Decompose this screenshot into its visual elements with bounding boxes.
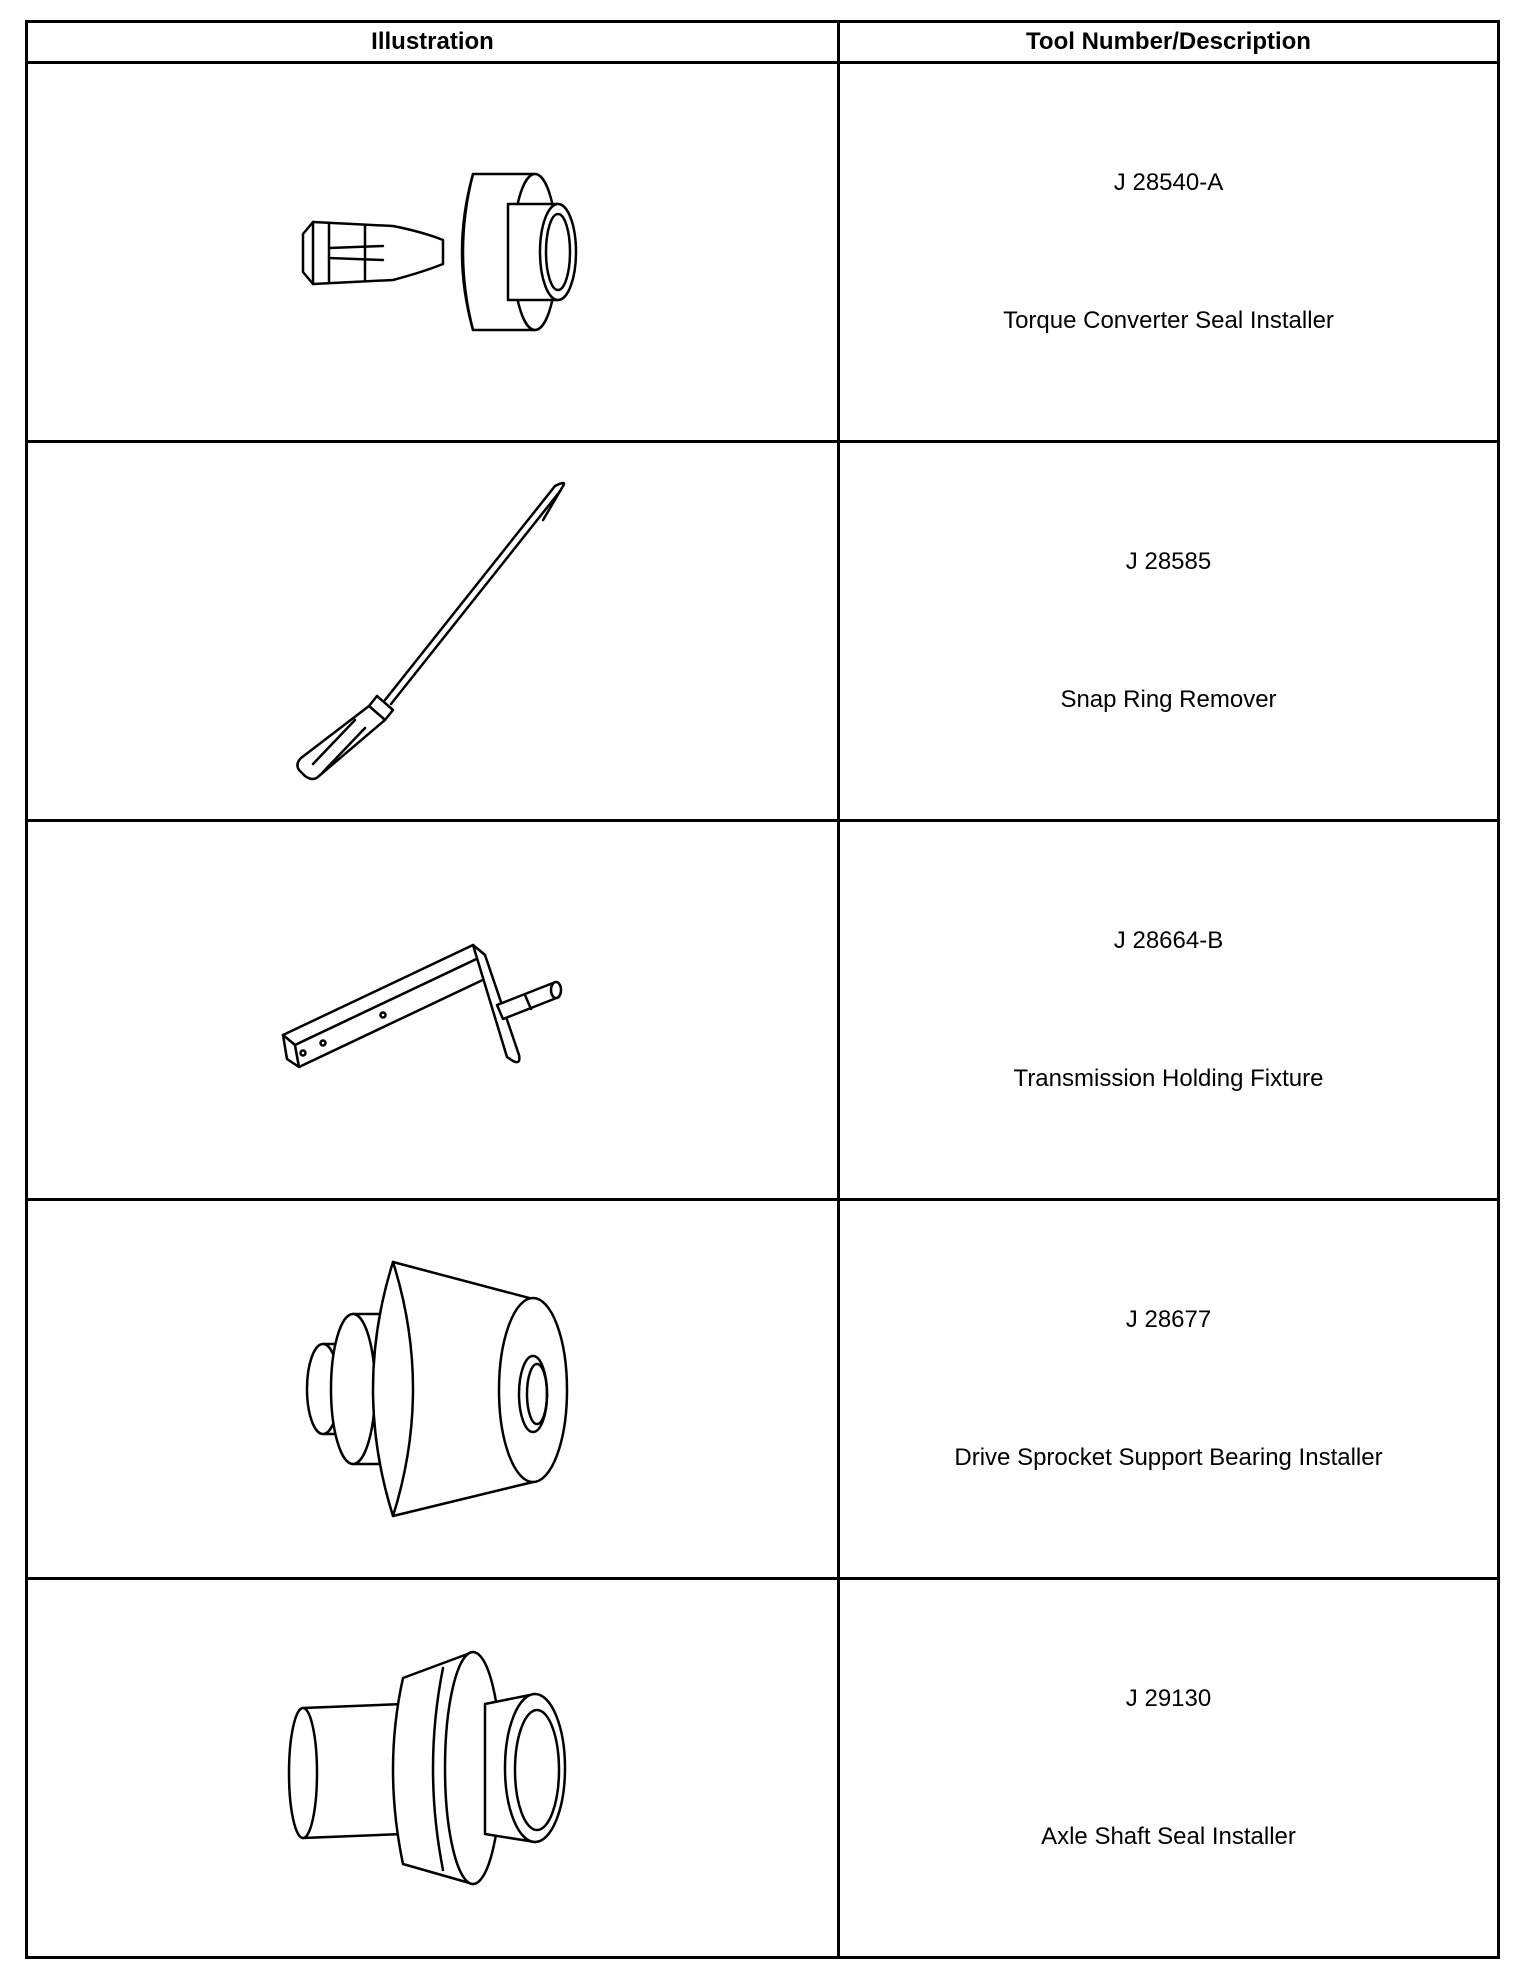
- description-cell: J 29130 Axle Shaft Seal Installer: [837, 1577, 1500, 1959]
- axle-seal-installer-icon: [287, 1650, 566, 1886]
- tool-description: Torque Converter Seal Installer: [1003, 307, 1334, 334]
- tool-number: J 28677: [1125, 1306, 1212, 1333]
- tool-description: Transmission Holding Fixture: [1013, 1065, 1324, 1092]
- table-row: J 28540-A Torque Converter Seal Installe…: [25, 61, 1500, 443]
- header-tool-number-description: Tool Number/Description: [837, 20, 1500, 64]
- description-cell: J 28540-A Torque Converter Seal Installe…: [837, 61, 1500, 443]
- tool-number: J 29130: [1125, 1685, 1212, 1712]
- table-row: J 28664-B Transmission Holding Fixture: [25, 819, 1500, 1201]
- description-cell: J 28664-B Transmission Holding Fixture: [837, 819, 1500, 1201]
- tool-description: Drive Sprocket Support Bearing Installer: [954, 1444, 1383, 1471]
- tools-table: Illustration Tool Number/Description: [25, 20, 1500, 1959]
- illustration-cell: [25, 61, 840, 443]
- holding-fixture-icon: [281, 943, 562, 1069]
- tool-description: Snap Ring Remover: [1060, 686, 1277, 713]
- table-row: J 28585 Snap Ring Remover: [25, 440, 1500, 822]
- illustration-cell: [25, 1198, 840, 1580]
- description-cell: J 28677 Drive Sprocket Support Bearing I…: [837, 1198, 1500, 1580]
- header-illustration: Illustration: [25, 20, 840, 64]
- illustration-cell: [25, 440, 840, 822]
- snap-ring-remover-icon: [295, 481, 565, 781]
- illustration-cell: [25, 1577, 840, 1959]
- seal-installer-icon: [301, 172, 577, 332]
- tool-description: Axle Shaft Seal Installer: [1041, 1823, 1296, 1850]
- tool-number: J 28585: [1125, 548, 1212, 575]
- description-cell: J 28585 Snap Ring Remover: [837, 440, 1500, 822]
- table-row: J 29130 Axle Shaft Seal Installer: [25, 1577, 1500, 1959]
- bearing-installer-icon: [305, 1260, 568, 1518]
- table-row: J 28677 Drive Sprocket Support Bearing I…: [25, 1198, 1500, 1580]
- illustration-cell: [25, 819, 840, 1201]
- tool-number: J 28540-A: [1113, 169, 1224, 196]
- tool-number: J 28664-B: [1113, 927, 1224, 954]
- header-row: Illustration Tool Number/Description: [25, 20, 1500, 64]
